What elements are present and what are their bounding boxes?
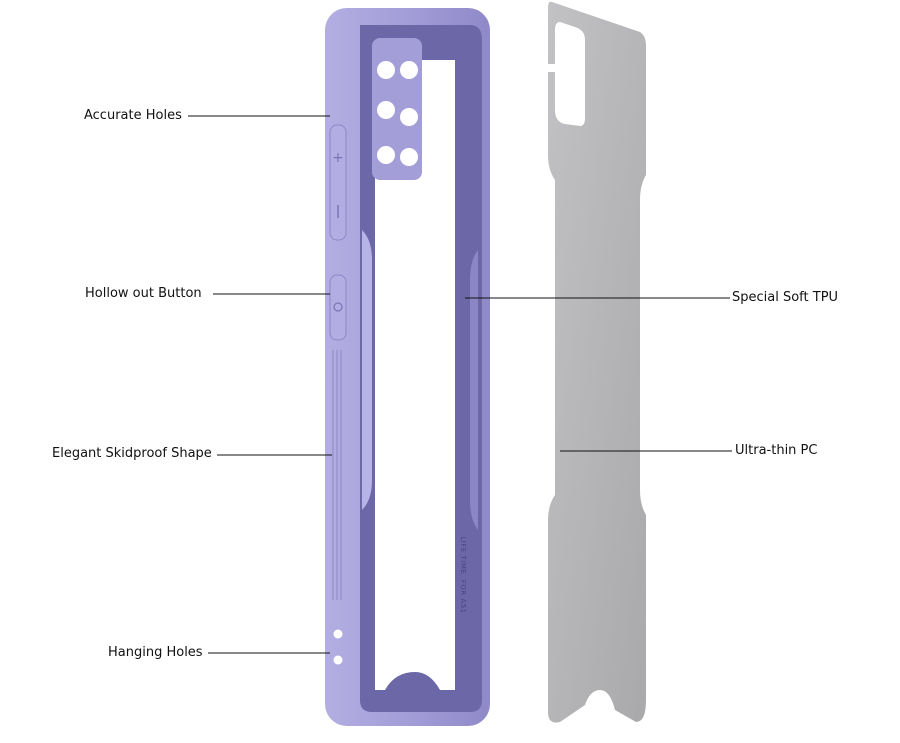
label-hanging-holes: Hanging Holes (108, 645, 203, 660)
tpu-case: + (325, 8, 490, 726)
skidproof-ridges (332, 350, 342, 600)
leader-lines (188, 115, 732, 654)
label-ultra-thin-pc: Ultra-thin PC (735, 443, 818, 458)
plus-icon: + (332, 150, 344, 166)
volume-button (329, 124, 347, 241)
label-accurate-holes: Accurate Holes (84, 108, 182, 123)
camera-holes (377, 61, 418, 166)
label-elegant-skidproof-shape: Elegant Skidproof Shape (52, 446, 212, 461)
hanging-hole (333, 629, 343, 639)
label-special-soft-tpu: Special Soft TPU (732, 290, 839, 305)
power-button (329, 274, 347, 341)
case-imprint: LIFE TIME FOR A51 (459, 536, 467, 614)
power-icon (333, 302, 343, 312)
hanging-hole (333, 655, 343, 665)
pc-back-panel (548, 1, 646, 723)
label-hollow-out-button: Hollow out Button (85, 286, 202, 301)
pc-camera-cutout (555, 22, 585, 126)
case-clear-window (375, 60, 455, 690)
